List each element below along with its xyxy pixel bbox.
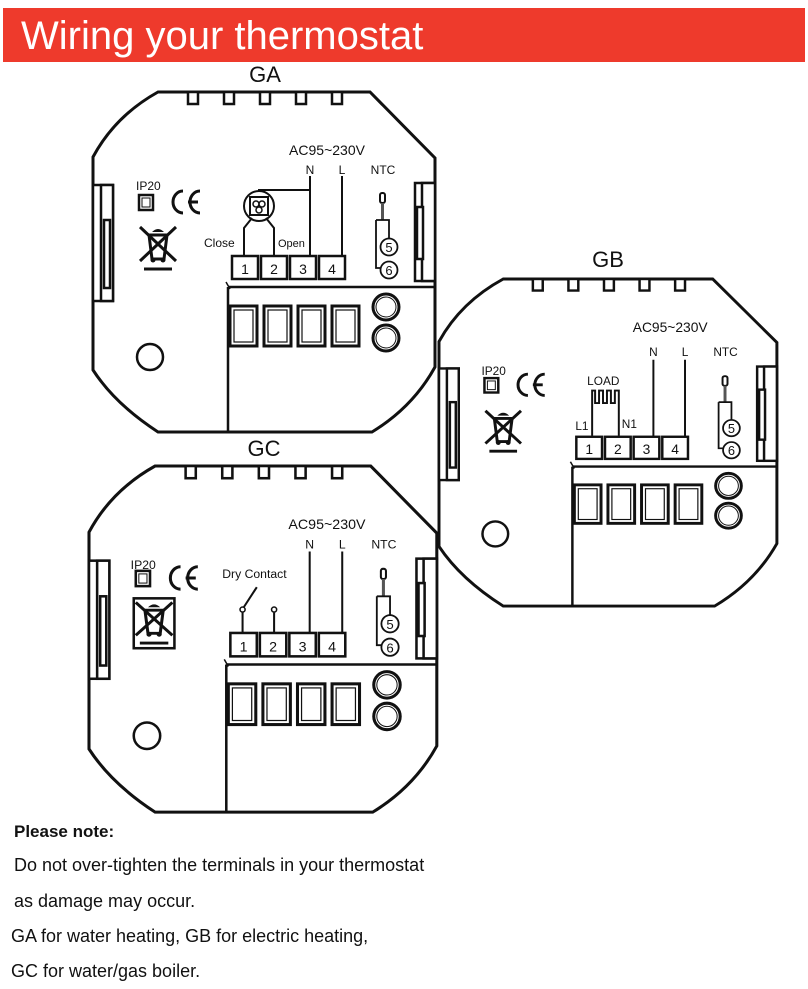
terminal-1: 1 [585,442,593,457]
dry-contact-switch-icon [239,586,278,633]
ip20-label: IP20 [136,179,161,193]
terminal-1: 1 [241,261,249,277]
notes-heading: Please note: [14,822,115,841]
heating-load-icon [591,389,620,436]
terminal-2: 2 [614,442,622,457]
terminal-6: 6 [385,263,392,278]
terminal-5: 5 [386,617,393,632]
ntc-label: NTC [713,346,737,359]
board-ga-label: GA [249,62,281,87]
page-top-margin [0,0,808,8]
wire-label-n: N [306,163,315,177]
terminal-3: 3 [299,639,307,655]
terminal-6: 6 [386,640,393,655]
wire-label-n: N [649,346,658,359]
terminal-5: 5 [385,240,392,255]
board-gb-label: GB [592,247,624,272]
note-line: GC for water/gas boiler. [11,961,201,981]
page-title: Wiring your thermostat [21,14,424,58]
load-label: LOAD [587,375,619,388]
ntc-label: NTC [371,537,396,551]
board-gc-shell [87,464,439,814]
motorized-valve-icon [243,189,310,256]
terminal-6: 6 [728,444,735,458]
board-ga-shell [91,90,437,434]
wire-label-l: L [682,346,689,359]
wire-label-close: Close [204,236,235,250]
terminal-4: 4 [328,639,336,655]
board-gb-shell [437,277,779,608]
wire-label-n1: N1 [622,418,637,431]
weee-crossed-bin-icon [132,597,176,650]
terminal-2: 2 [270,261,278,277]
terminal-5: 5 [728,422,735,436]
note-line: Do not over-tighten the terminals in you… [14,855,425,875]
wire-label-l1: L1 [575,420,588,433]
terminal-4: 4 [671,442,679,457]
voltage-label: AC95~230V [633,320,709,335]
title-banner: Wiring your thermostat [3,8,805,62]
voltage-label: AC95~230V [289,142,366,158]
ntc-label: NTC [371,163,396,177]
wire-label-open: Open [278,238,305,250]
wire-label-l: L [339,537,346,551]
terminal-3: 3 [643,442,651,457]
board-ga: GA IP20 AC95~230V N L NTC Close Open 1 [91,62,437,434]
voltage-label: AC95~230V [288,517,366,533]
terminal-4: 4 [328,261,336,277]
board-gc: GC IP20 AC95~230V N L NTC Dry Contact 1 … [87,436,439,814]
note-line: GA for water heating, GB for electric he… [11,926,369,946]
board-gb: GB IP20 AC95~230V N L NTC LOAD L1 N1 1 2… [437,247,779,608]
dry-contact-label: Dry Contact [222,567,287,581]
wire-label-n: N [305,537,314,551]
terminal-2: 2 [269,639,277,655]
note-line: as damage may occur. [14,891,196,911]
ip20-label: IP20 [131,558,156,572]
board-gc-label: GC [248,436,281,461]
terminal-3: 3 [299,261,307,277]
ip20-label: IP20 [481,365,506,378]
wire-label-l: L [339,163,346,177]
terminal-1: 1 [240,639,248,655]
